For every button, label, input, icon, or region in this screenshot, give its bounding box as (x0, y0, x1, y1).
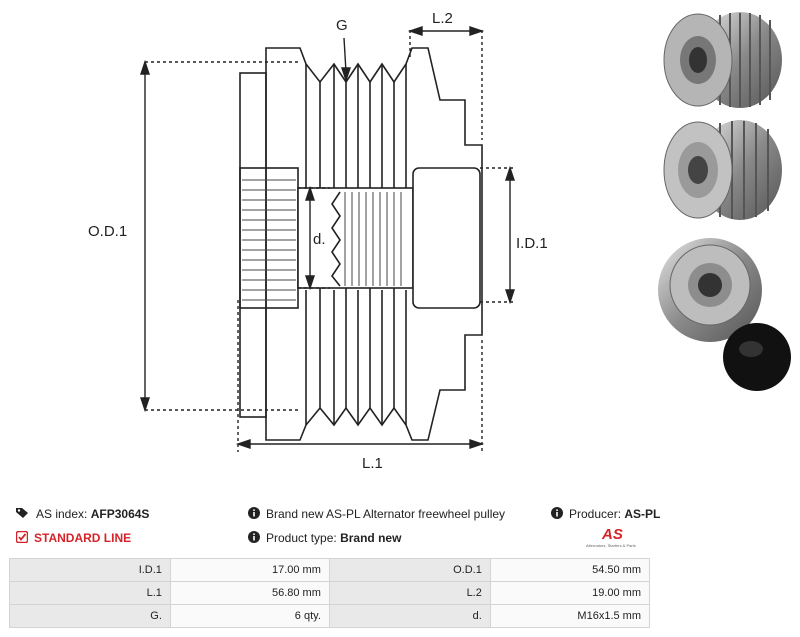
info-icon (248, 531, 260, 546)
standard-line: STANDARD LINE (15, 531, 132, 546)
label-od1: O.D.1 (88, 223, 127, 240)
technical-drawing: G L.2 O.D.1 I.D.1 d. L.1 (88, 10, 548, 472)
specs-table: I.D.1 17.00 mm O.D.1 54.50 mm L.1 56.80 … (9, 558, 651, 628)
producer-label: Producer: (569, 507, 622, 521)
spec-label: O.D.1 (328, 558, 491, 582)
spec-label: d. (328, 604, 491, 628)
spec-value: 54.50 mm (489, 558, 651, 582)
as-index: AS index: AFP3064S (16, 507, 149, 522)
spec-value: 19.00 mm (489, 581, 651, 605)
checkbox-icon (15, 531, 29, 546)
product-photo-side (663, 12, 782, 108)
spec-value: 17.00 mm (169, 558, 330, 582)
description: Brand new AS-PL Alternator freewheel pul… (248, 507, 505, 522)
logo-tagline: Alternators, Starters & Parts (586, 543, 636, 548)
table-row: I.D.1 17.00 mm O.D.1 54.50 mm (9, 558, 651, 582)
info-icon (248, 507, 260, 522)
product-type-label: Product type: (266, 531, 337, 545)
label-d: d. (313, 231, 326, 248)
producer-value: AS-PL (624, 507, 661, 521)
spec-value: M16x1.5 mm (489, 604, 651, 628)
spec-label: L.2 (328, 581, 491, 605)
spec-value: 56.80 mm (169, 581, 330, 605)
spec-label: L.1 (9, 581, 171, 605)
table-row: G. 6 qty. d. M16x1.5 mm (9, 604, 651, 628)
table-row: L.1 56.80 mm L.2 19.00 mm (9, 581, 651, 605)
product-photo-with-cap (658, 238, 791, 391)
label-id1: I.D.1 (516, 235, 548, 252)
producer: Producer: AS-PL (551, 507, 660, 522)
label-l1: L.1 (362, 455, 383, 472)
info-icon (551, 507, 563, 522)
product-type-value: Brand new (340, 531, 402, 545)
product-photo-front-angle (663, 120, 782, 220)
label-l2: L.2 (432, 10, 453, 27)
product-type: Product type: Brand new (248, 531, 401, 546)
standard-line-label: STANDARD LINE (34, 531, 132, 545)
label-g: G (336, 17, 348, 34)
as-index-value: AFP3064S (90, 507, 150, 521)
as-index-label: AS index: (36, 507, 88, 521)
spec-value: 6 qty. (169, 604, 330, 628)
as-pl-logo: AS Alternators, Starters & Parts (586, 526, 650, 552)
tags-icon (16, 507, 30, 522)
spec-label: G. (9, 604, 171, 628)
spec-label: I.D.1 (9, 558, 171, 582)
description-text: Brand new AS-PL Alternator freewheel pul… (266, 507, 506, 521)
logo-text: AS (602, 526, 623, 543)
